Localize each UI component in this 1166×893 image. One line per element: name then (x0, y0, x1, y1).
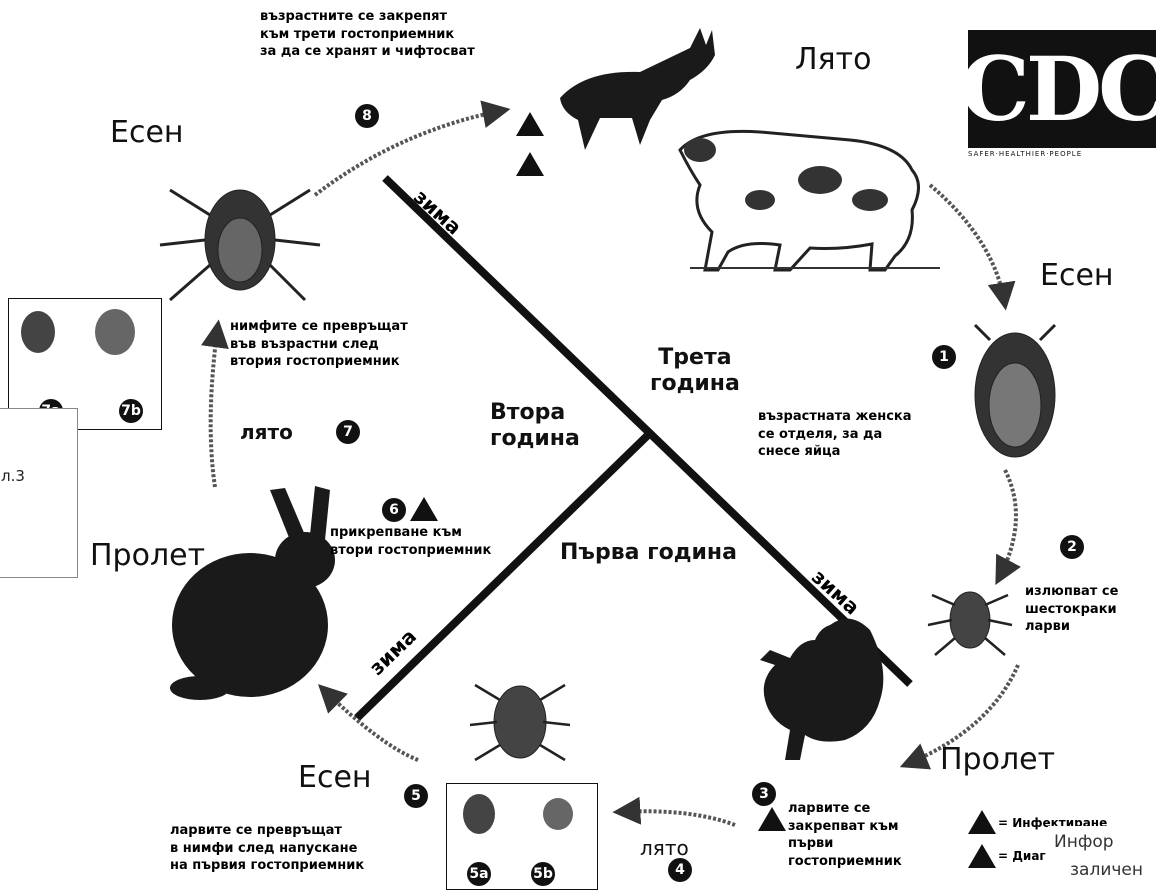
year-third-label: Трета година (650, 345, 740, 398)
step-5-badge: 5 (404, 784, 428, 808)
arrow-8-to-summer (315, 110, 505, 195)
season-autumn-left: Есен (110, 115, 184, 150)
nymph-tick-icon (21, 311, 55, 353)
caption-step-6: прикрепване към втори гостоприемник (330, 524, 491, 559)
step-2-badge: 2 (1060, 535, 1084, 559)
season-spring-right: Пролет (940, 742, 1055, 777)
season-autumn-bottom: Есен (298, 760, 372, 795)
caption-step-2: излюпват се шестокраки ларви (1025, 583, 1118, 636)
side-popup-panel[interactable]: л.3 (0, 408, 78, 578)
season-summer-top: Лято (795, 42, 871, 77)
step-6-badge: 6 (382, 498, 406, 522)
cow-illustration (680, 131, 940, 270)
squirrel-illustration (760, 619, 883, 760)
step-1-badge: 1 (932, 345, 956, 369)
legend-diagnosis-icon (968, 844, 996, 868)
step-7b-badge: 7b (119, 399, 143, 423)
larva-tick-illustration (928, 592, 1012, 655)
popup-text: л.3 (1, 467, 25, 485)
rabbit-illustration (170, 486, 335, 700)
adult-tick-icon (95, 309, 135, 355)
infection-warning-icon (516, 112, 544, 136)
overlay-info-line2: заличен (1070, 860, 1143, 880)
step-8-badge: 8 (355, 104, 379, 128)
season-autumn-right: Есен (1040, 258, 1114, 293)
arrow-3-to-4 (618, 811, 735, 825)
step-3-badge: 3 (752, 782, 776, 806)
year-first-label: Първа година (560, 540, 737, 566)
season-summer-left: лято (240, 420, 293, 444)
overlay-info-line1: Инфор (1054, 832, 1114, 852)
engorged-female-tick-illustration (975, 325, 1055, 457)
cdc-logo: CDC (968, 30, 1156, 148)
caption-step-3: ларвите се закрепват към първи гостоприе… (788, 800, 902, 870)
season-summer-bottom: лято (640, 836, 689, 860)
cdc-logo-tagline: SAFER·HEALTHIER·PEOPLE (968, 150, 1082, 158)
step-5b-badge: 5b (531, 862, 555, 886)
step-5a-badge: 5a (467, 862, 491, 886)
infection-warning-icon (410, 497, 438, 521)
nymph-tick-bottom-illustration (470, 685, 570, 760)
caption-step-8: възрастните се закрепят към трети гостоп… (260, 8, 475, 61)
larva-tick-icon (463, 794, 495, 834)
legend-infection-icon (968, 810, 996, 834)
arrow-rabbit-to-7 (211, 325, 218, 487)
adult-tick-left-illustration (160, 190, 320, 300)
caption-step-7: нимфите се превръщат във възрастни след … (230, 318, 408, 371)
diagnosis-warning-icon (516, 152, 544, 176)
caption-step-1: възрастната женска се отделя, за да снес… (758, 408, 912, 461)
nymph-tick-icon (543, 798, 573, 830)
overlay-info-panel: Инфор заличен (1048, 826, 1166, 893)
step-4-badge: 4 (668, 858, 692, 882)
step-7-badge: 7 (336, 420, 360, 444)
deer-illustration (560, 28, 715, 150)
arrow-cow-to-autumn (930, 185, 1005, 305)
infection-warning-icon (758, 807, 786, 831)
larva-to-nymph-box: 5a 5b (446, 783, 598, 890)
arrow-1-to-2 (998, 470, 1016, 580)
arrow-5-to-rabbit (322, 688, 418, 760)
season-spring-left: Пролет (90, 538, 205, 573)
caption-step-5: ларвите се превръщат в нимфи след напуск… (170, 822, 364, 875)
year-second-label: Втора година (490, 400, 580, 453)
legend-diagnosis-label: = Диаг (998, 848, 1046, 864)
year-divider-line-2 (357, 435, 648, 718)
